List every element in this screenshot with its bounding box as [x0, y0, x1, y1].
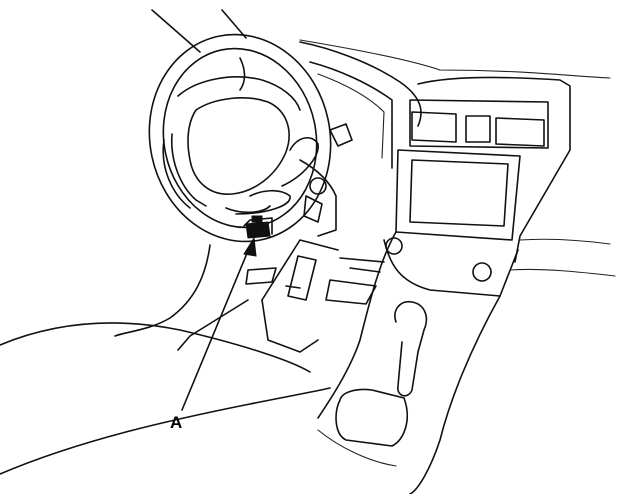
lower-dash	[245, 239, 339, 353]
connector-a	[243, 215, 273, 239]
callout-arrow	[181, 236, 257, 411]
instrument-hood	[299, 41, 422, 169]
steering-column	[299, 159, 337, 237]
center-console	[317, 76, 571, 494]
callout-label-a: A	[170, 413, 183, 432]
cabin-outline	[0, 9, 616, 475]
shift-lever	[317, 300, 428, 467]
steering-wheel	[148, 33, 332, 243]
